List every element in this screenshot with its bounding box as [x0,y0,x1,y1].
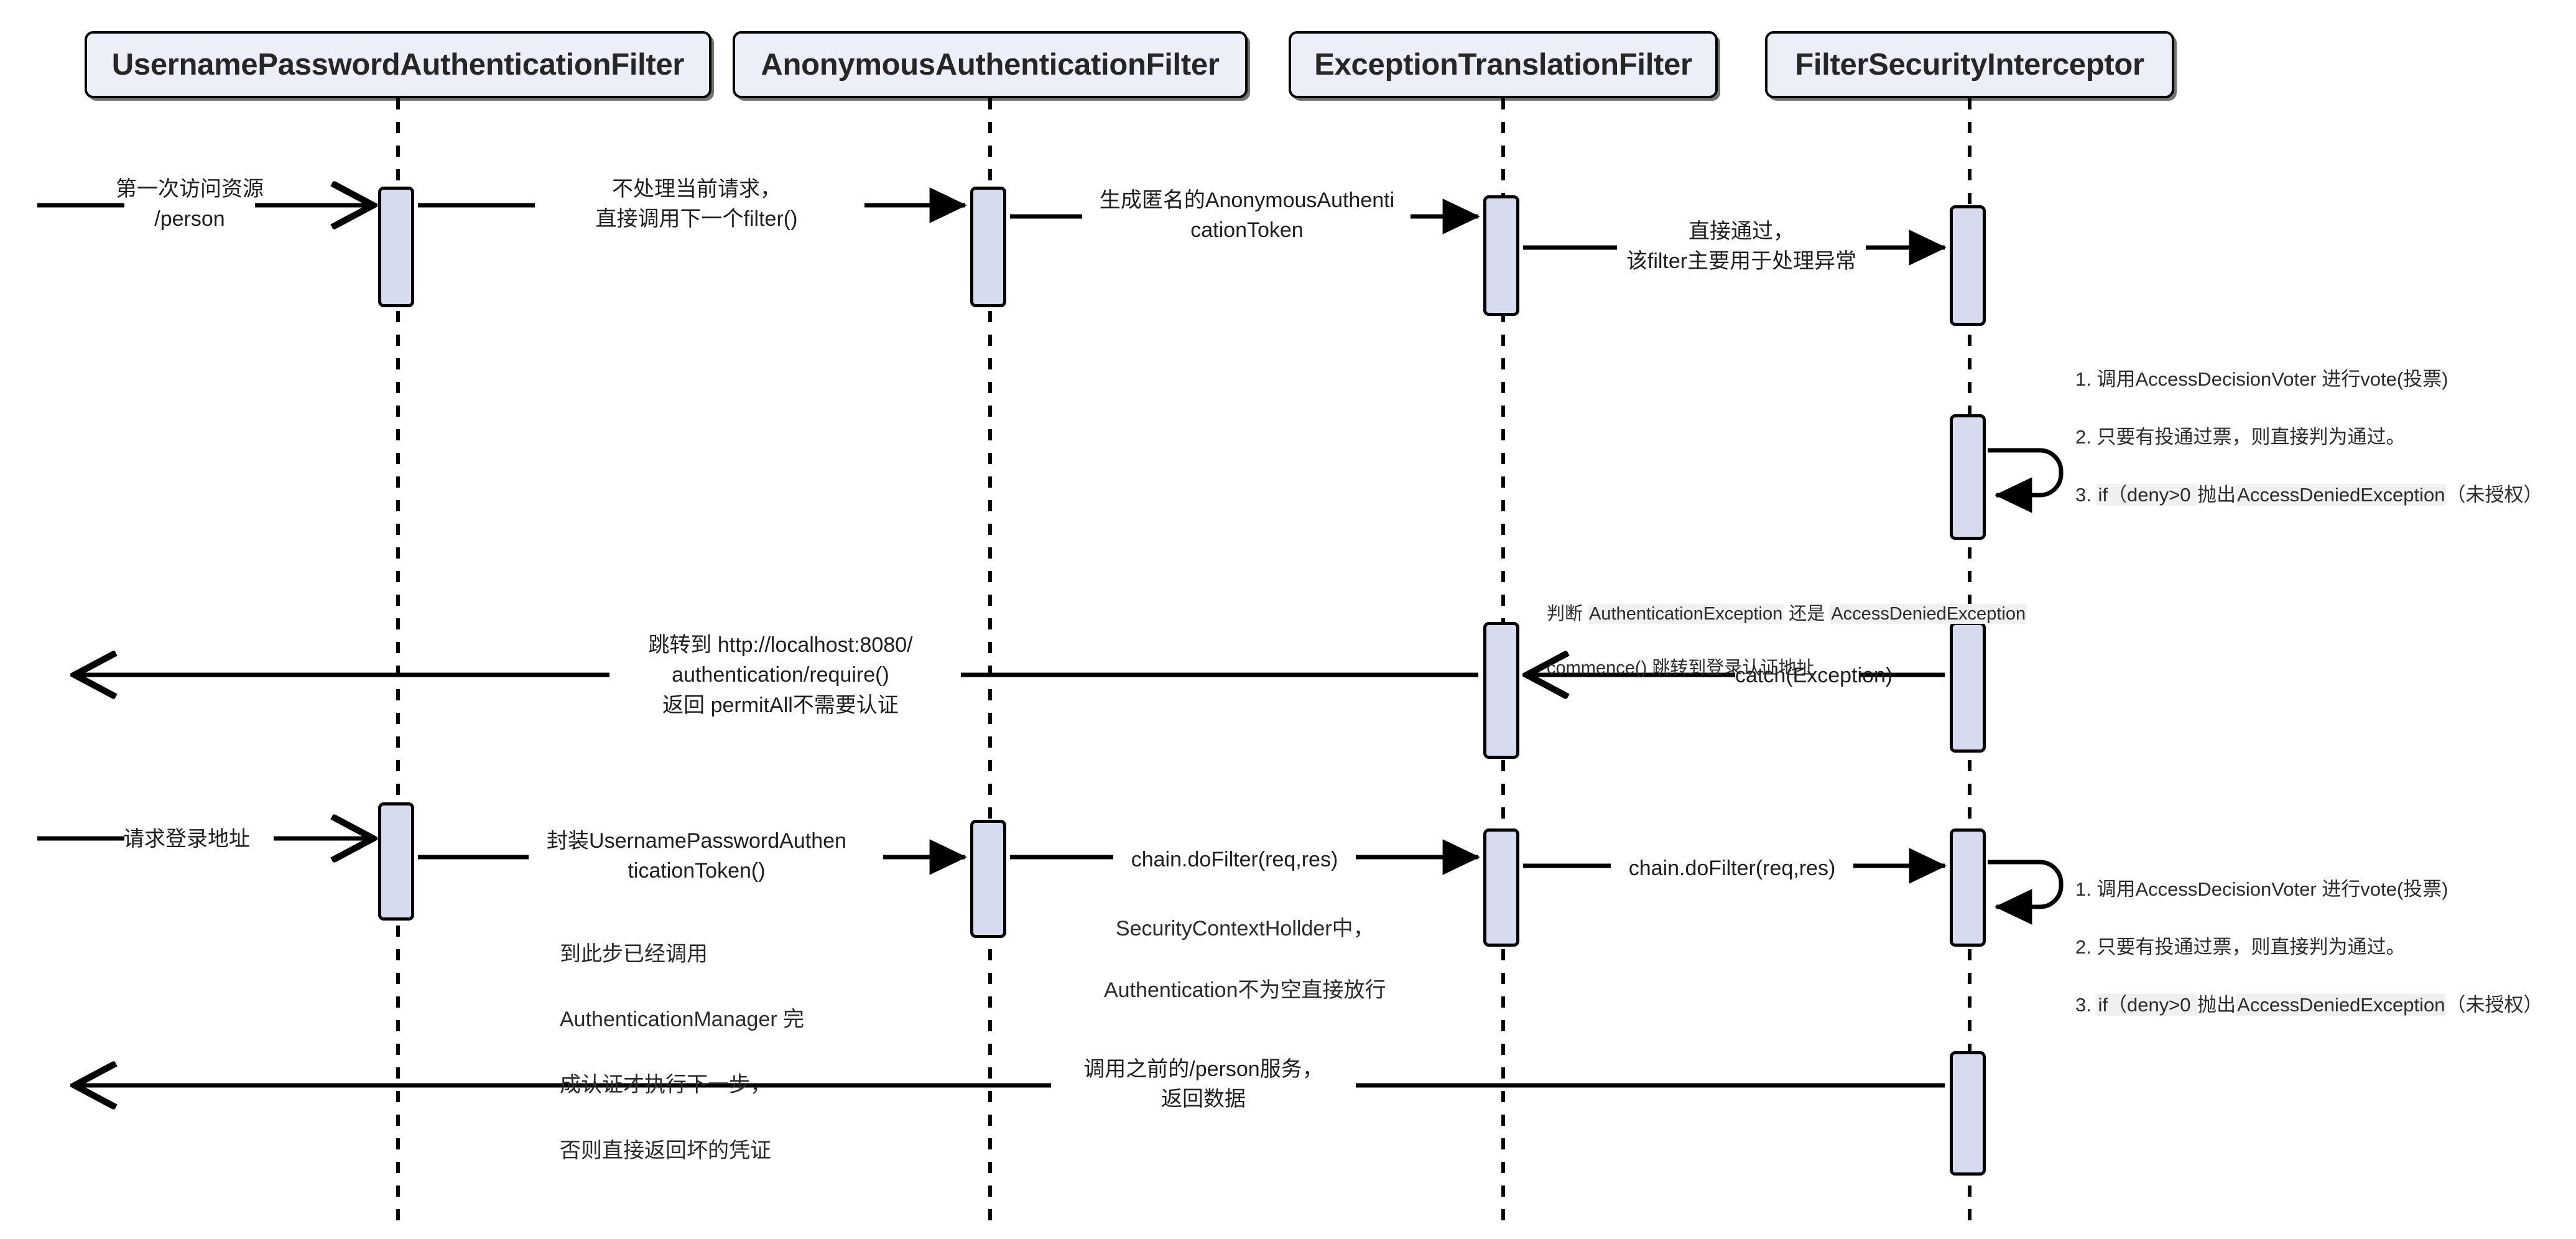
activation-bar[interactable] [1950,414,1986,540]
participant-label: UsernamePasswordAuthenticationFilter [111,48,685,81]
note-line: commence() 跳转到登录认证地址 [1547,655,2027,682]
message-label-chain-dofilter-aaf-etf: chain.doFilter(req,res) [1131,848,1338,871]
note-code-segment: if（deny>0 [2096,483,2198,506]
message-label-first-access-resource: 第一次访问资源 /person [116,177,264,231]
participant-label: ExceptionTranslationFilter [1314,48,1692,81]
activation-bar[interactable] [1950,828,1986,947]
note-line-prefix: 1. [2075,368,2097,390]
note-line-text: 判断 [1547,603,1588,624]
note-code-segment: AccessDeniedException [2236,483,2447,506]
note-line-prefix: 2. [2075,935,2097,958]
self-loop-fsi-2 [1988,860,2064,925]
note-line: 3. if（deny>0 抛出AccessDeniedException（未授权… [2075,991,2542,1020]
note-line-text: 只要有投通过票，则直接判为通过。 [2096,425,2406,448]
note-line-text: 还是 [1784,603,1830,624]
note-code-segment: AccessDeniedException [1830,603,2027,624]
note-line: 成认证才执行下一步， [560,1073,771,1097]
activation-bar[interactable] [970,187,1006,307]
note-line: Authentication不为空直接放行 [1104,978,1386,1002]
note-authentication-manager: 到此步已经调用 AuthenticationManager 完 成认证才执行下一… [560,905,804,1200]
note-line-text: 抛出 [2197,483,2236,506]
participant-anonymous-authentication-filter[interactable]: AnonymousAuthenticationFilter [733,31,1248,98]
note-line: AuthenticationManager 完 [560,1008,805,1032]
note-code-segment: if（deny>0 [2096,993,2198,1016]
note-line: 否则直接返回坏的凭证 [560,1138,771,1162]
message-label-chain-dofilter-etf-fsi: chain.doFilter(req,res) [1628,856,1836,880]
note-code-segment: AccessDeniedException [2236,993,2447,1016]
note-line: 2. 只要有投通过票，则直接判为通过。 [2075,423,2542,452]
note-line-text: （未授权） [2446,993,2543,1016]
message-arrows-row3 [37,838,1947,884]
self-loop-fsi-1 [1988,448,2064,513]
note-line-prefix: 1. [2075,878,2097,900]
participant-filter-security-interceptor[interactable]: FilterSecurityInterceptor [1765,31,2174,98]
note-line-text: （未授权） [2446,483,2543,506]
note-code-segment: AuthenticationException [1588,603,1784,624]
participant-label: AnonymousAuthenticationFilter [761,48,1220,81]
note-access-decision-voter-lower: 1. 调用AccessDecisionVoter 进行vote(投票) 2. 只… [2075,846,2542,1049]
note-exception-decision: 判断 AuthenticationException 还是 AccessDeni… [1547,573,2027,709]
note-line-prefix: 3. [2075,993,2097,1016]
note-line-text: 抛出 [2197,993,2236,1016]
participant-label: FilterSecurityInterceptor [1795,48,2144,81]
note-line: 3. if（deny>0 抛出AccessDeniedException（未授权… [2075,481,2542,510]
note-line-prefix: 3. [2075,483,2097,506]
activation-bar[interactable] [970,820,1006,938]
note-line-text: commence() 跳转到登录认证地址 [1547,657,1815,678]
activation-bar[interactable] [1483,195,1519,316]
message-label-skip-current-request: 不处理当前请求， 直接调用下一个filter() [595,177,798,231]
note-line-prefix: 2. [2075,425,2097,448]
participant-username-password-authentication-filter[interactable]: UsernamePasswordAuthenticationFilter [85,31,711,98]
activation-bar[interactable] [378,802,414,921]
activation-bar[interactable] [1950,622,1986,753]
note-line-text: 只要有投通过票，则直接判为通过。 [2096,935,2406,958]
activation-bar[interactable] [1950,1051,1986,1176]
note-security-context-holder: SecurityContextHollder中， Authentication不… [1104,883,1386,1036]
note-line: SecurityContextHollder中， [1115,917,1374,941]
note-line: 1. 调用AccessDecisionVoter 进行vote(投票) [2075,875,2542,904]
activation-bar[interactable] [1950,205,1986,326]
message-label-generate-anonymous-token: 生成匿名的AnonymousAuthenti cationToken [1099,188,1395,243]
note-line-text: 调用AccessDecisionVoter 进行vote(投票) [2096,878,2449,900]
activation-bar[interactable] [1483,828,1519,947]
note-line: 2. 只要有投通过票，则直接判为通过。 [2075,933,2542,962]
note-access-decision-voter-upper: 1. 调用AccessDecisionVoter 进行vote(投票) 2. 只… [2075,336,2542,539]
activation-bar[interactable] [378,187,414,307]
message-label-wrap-upa-token: 封装UsernamePasswordAuthen ticationToken() [547,829,846,883]
note-line: 到此步已经调用 [560,942,708,966]
note-line: 1. 调用AccessDecisionVoter 进行vote(投票) [2075,365,2542,394]
message-label-redirect-authentication-require: 跳转到 http://localhost:8080/ authenticatio… [648,633,913,717]
message-label-call-person-service-return-data: 调用之前的/person服务， 返回数据 [1083,1057,1323,1111]
participant-exception-translation-filter[interactable]: ExceptionTranslationFilter [1289,31,1718,98]
message-arrows-row1 [37,205,1947,266]
activation-bar[interactable] [1483,622,1519,759]
message-label-request-login-address: 请求登录地址 [123,827,250,851]
note-line: 判断 AuthenticationException 还是 AccessDeni… [1547,601,2027,628]
message-label-pass-through-exception-filter: 直接通过， 该filter主要用于处理异常 [1626,220,1857,274]
note-line-text: 调用AccessDecisionVoter 进行vote(投票) [2096,368,2449,390]
